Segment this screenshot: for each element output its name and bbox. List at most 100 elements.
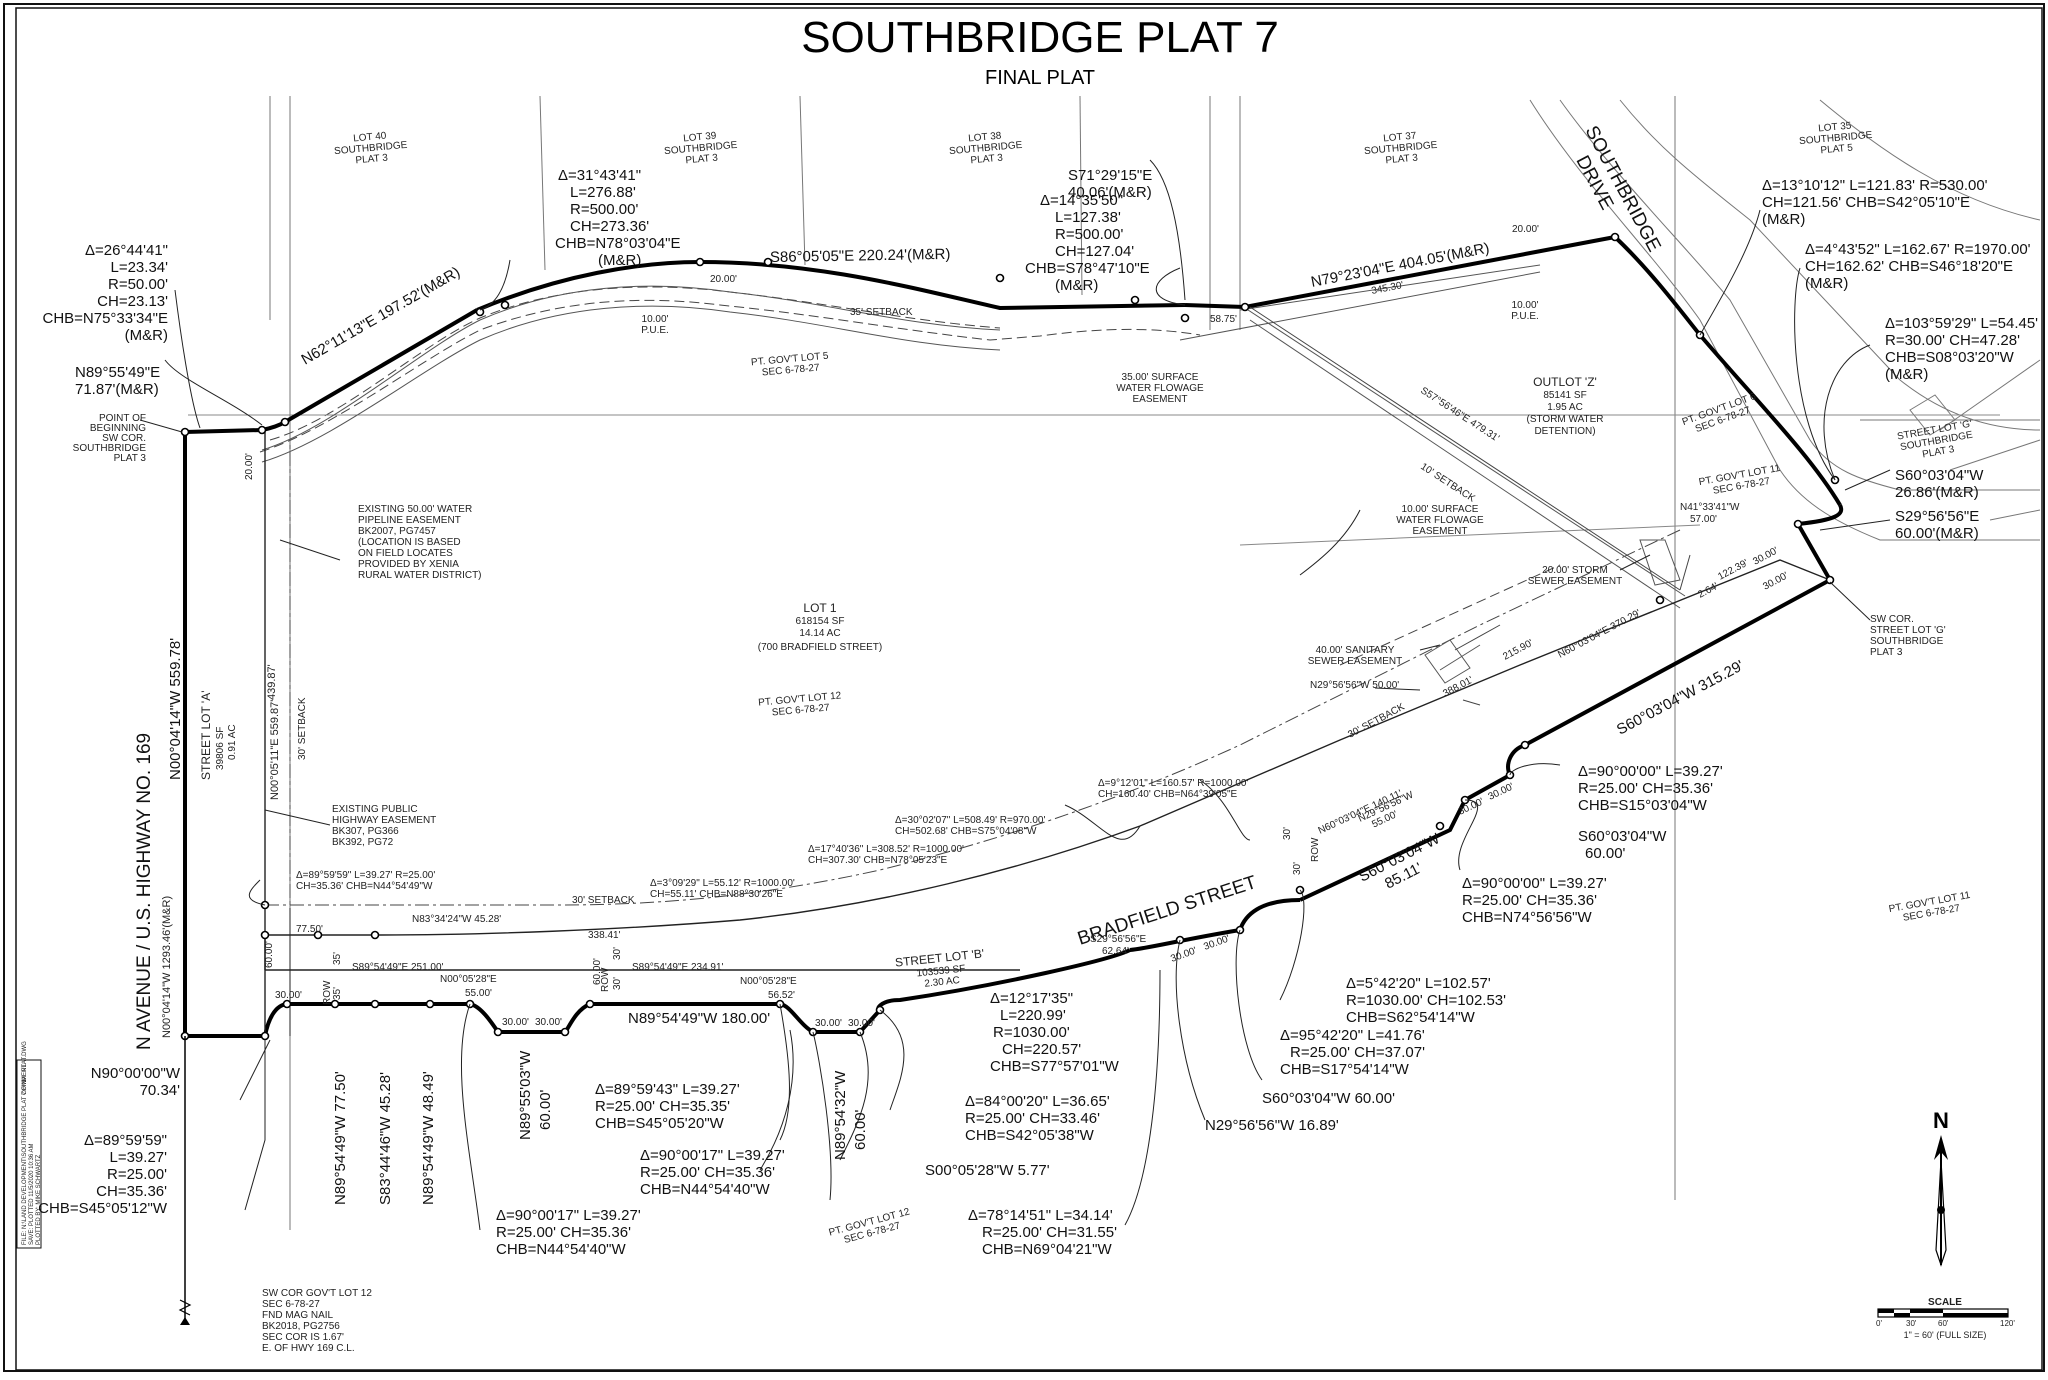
bearing-n00-55: N00°05'28"E55.00'	[440, 974, 497, 999]
swc-line1: SW COR GOV'T LOT 12	[262, 1288, 372, 1299]
water-line7: RURAL WATER DISTRICT)	[358, 570, 482, 581]
setback-35: 35' SETBACK	[850, 307, 913, 318]
l6-line1: Δ=84°00'20" L=36.65'	[965, 1093, 1110, 1110]
s86-label: S86°05'05"E 220.24'(M&R)	[770, 246, 951, 266]
san-line1: 40.00' SANITARY	[1316, 645, 1395, 656]
b2-line2: CH=502.68' CHB=S75°04'08"W	[895, 826, 1037, 837]
row-3: ROW	[1310, 837, 1321, 862]
margin-note: FILE: N:\LAND DEVELOPMENT\SOUTHBRIDGE PL…	[22, 1041, 42, 1245]
pue-note-2: 10.00' P.U.E.	[1511, 300, 1539, 322]
l11-line2: L=39.27'	[109, 1149, 167, 1166]
setback-30-b: 30' SETBACK	[572, 895, 635, 906]
c1-line3: R=50.00'	[108, 276, 168, 293]
n89-top-line2: 71.87'(M&R)	[75, 381, 159, 398]
l8-line2: R=25.00' CH=35.36'	[640, 1164, 775, 1181]
sw-cor-g-line2: STREET LOT 'G'	[1870, 625, 1946, 636]
storm-easement-note: 20.00' STORM SEWER EASEMENT	[1528, 565, 1622, 587]
dim-7750: 77.50'	[296, 924, 323, 935]
bearing-s60-2686: S60°03'04"W 26.86'(M&R)	[1895, 467, 1984, 501]
dim-264-label: 2.64'	[1696, 581, 1720, 601]
v1-label: N89°54'49"W 77.50'	[332, 1071, 349, 1205]
l10-line3: CHB=N69°04'21"W	[982, 1241, 1113, 1258]
lot39-plat-no: PLAT 3	[685, 152, 719, 166]
l10-line1: Δ=78°14'51" L=34.14'	[968, 1207, 1113, 1224]
w9: 30.00'	[815, 1018, 842, 1029]
sanitary-easement-note: 40.00' SANITARY SEWER EASEMENT	[1308, 645, 1402, 667]
west-line-label-2: N00°04'14"W 1293.46'(M&R)	[161, 896, 173, 1038]
north-letter: N	[1933, 1108, 1949, 1133]
n29-1689-label: N29°56'56"W 16.89'	[1205, 1117, 1339, 1134]
curve-c2: Δ=31°43'41" L=276.88' R=500.00' CH=273.3…	[555, 167, 681, 269]
bearing-s29-6264: S29°56'56"E62.64'	[1090, 934, 1146, 957]
highway-easement-note: EXISTING PUBLIC HIGHWAY EASEMENT BK307, …	[332, 804, 436, 848]
l6-line2: R=25.00' CH=33.46'	[965, 1110, 1100, 1127]
l4-line3: CHB=S17°54'14"W	[1280, 1061, 1410, 1078]
n89-180-label: N89°54'49"W 180.00'	[628, 1010, 770, 1027]
n29-50-label: N29°56'56"W 50.00'	[1310, 680, 1399, 691]
west-line-bearing: N00°04'14"W 559.78'	[167, 638, 184, 780]
l10-line2: R=25.00' CH=31.55'	[982, 1224, 1117, 1241]
setback-labels: 35' SETBACK 10' SETBACK 30' SETBACK 30' …	[297, 307, 1477, 906]
lot39-label: LOT 39	[683, 131, 717, 145]
l6-line3: CHB=S42°05'38"W	[965, 1127, 1095, 1144]
dim-5875-label: 58.75'	[1210, 314, 1237, 325]
bearing-s00-577: S00°05'28"W 5.77'	[925, 1162, 1050, 1179]
b2-line1: Δ=30°02'07" L=508.49' R=970.00'	[895, 815, 1045, 826]
outlot-z-name: OUTLOT 'Z'	[1533, 375, 1597, 389]
l5-line3: R=1030.00'	[993, 1024, 1070, 1041]
w6: 30.00'	[275, 990, 302, 1001]
swf-line1: 35.00' SURFACE	[1122, 372, 1199, 383]
curve-b1: Δ=9°12'01" L=160.57' R=1000.00'CH=160.40…	[1098, 778, 1248, 800]
margin-line-3: PLOTTED BY: MIKE SCHWARTZ	[36, 1154, 42, 1245]
c3-line5: CHB=S78°47'10"E	[1025, 260, 1150, 277]
swc-line5: SEC COR IS 1.67'	[262, 1332, 344, 1343]
govt-lot5-sec: SEC 6-78-27	[761, 362, 820, 378]
v4-line1: N89°55'03"W	[517, 1050, 534, 1140]
water-line1: EXISTING 50.00' WATER	[358, 504, 472, 515]
bearing-n29-1689: N29°56'56"W 16.89'	[1205, 1117, 1339, 1134]
dim-3381: 338.41'	[588, 930, 621, 941]
curve-c3: Δ=14°35'50" L=127.38' R=500.00' CH=127.0…	[1025, 192, 1150, 294]
hwy-line1: EXISTING PUBLIC	[332, 804, 418, 815]
b1-line2: CH=160.40' CHB=N64°39'05"E	[1098, 789, 1238, 800]
lot35-plat-no: PLAT 5	[1820, 142, 1854, 156]
lot1-address: (700 BRADFIELD STREET)	[758, 642, 882, 653]
curve-l1: Δ=90°00'00" L=39.27'R=25.00' CH=35.36'CH…	[1578, 763, 1723, 814]
n62-label: N62°11'13"E 197.52'(M&R)	[299, 264, 464, 369]
b1-line1: Δ=9°12'01" L=160.57' R=1000.00'	[1098, 778, 1248, 789]
bearing-v3: N89°54'49"W 48.49'	[420, 1071, 437, 1205]
w5: 60.00'	[592, 958, 603, 985]
w8: 30.00'	[535, 1017, 562, 1028]
l2-line3: CHB=N74°56'56"W	[1462, 909, 1593, 926]
dim-7750-label: 77.50'	[296, 924, 323, 935]
l5-line1: Δ=12°17'35"	[990, 990, 1073, 1007]
s35-5: 30'	[1282, 827, 1293, 840]
s60-60-line2: 60.00'	[1585, 845, 1626, 862]
s29-line1: S29°56'56"E	[1895, 508, 1979, 525]
bearing-s60-8511: S60°03'04"W85.11'	[1356, 830, 1443, 893]
swc-line4: BK2018, PG2756	[262, 1321, 340, 1332]
govt-lot12-mid-sec: SEC 6-78-27	[771, 702, 830, 718]
v2-label: S83°44'46"W 45.28'	[377, 1072, 394, 1205]
lot37-label: LOT 37	[1383, 131, 1417, 145]
s29-6264-line1: S29°56'56"E	[1090, 934, 1146, 945]
setback-30-c: 30' SETBACK	[297, 697, 308, 760]
pob-line4: SOUTHBRIDGE	[73, 443, 147, 454]
c6-line1: Δ=103°59'29" L=54.45'	[1885, 315, 2038, 332]
l2-line2: R=25.00' CH=35.36'	[1462, 892, 1597, 909]
c6-line4: (M&R)	[1885, 366, 1928, 383]
v4-line2: 60.00'	[537, 1089, 554, 1130]
margin-strip	[16, 1059, 42, 1249]
sw-cor-g-line4: PLAT 3	[1870, 647, 1903, 658]
pue2-line2: P.U.E.	[1511, 311, 1539, 322]
bearing-v2: S83°44'46"W 45.28'	[377, 1072, 394, 1205]
s00-577-label: S00°05'28"W 5.77'	[925, 1162, 1050, 1179]
l5-line4: CH=220.57'	[1002, 1041, 1081, 1058]
outlot-z-purpose-2: DETENTION)	[1534, 426, 1595, 437]
north-arrow: N	[1933, 1108, 1949, 1267]
margin-line-2: SAVE: PLOTTED 11/5/2020 10:36 AM	[29, 1143, 35, 1245]
water-line4: (LOCATION IS BASED	[358, 537, 461, 548]
c5-line3: (M&R)	[1805, 275, 1848, 292]
lot38-label: LOT 38	[968, 131, 1002, 145]
